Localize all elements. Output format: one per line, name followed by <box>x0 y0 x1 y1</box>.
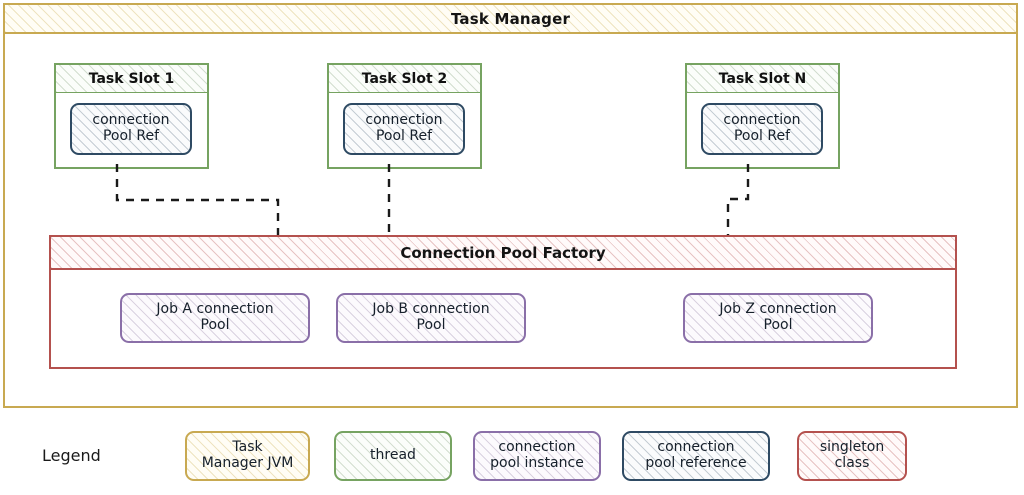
connection-pool-factory-title: Connection Pool Factory <box>400 243 606 262</box>
legend-item-connection-pool-instance: connection pool instance <box>473 431 601 481</box>
task-slot-2-pool-ref-line2: Pool Ref <box>375 128 433 144</box>
task-slot-n-title: Task Slot N <box>718 70 807 87</box>
legend-item-connection-pool-reference: connection pool reference <box>622 431 770 481</box>
connection-pool-factory: Connection Pool Factory Job A connection… <box>49 235 957 369</box>
legend-item-thread: thread <box>334 431 452 481</box>
legend-thread-line1: thread <box>370 447 416 464</box>
job-z-pool-line2: Pool <box>763 317 793 333</box>
task-manager-header: Task Manager <box>5 5 1016 34</box>
legend-pool-reference-line1: connection <box>657 439 735 456</box>
legend-singleton-line1: singleton <box>819 439 885 456</box>
task-slot-2-header: Task Slot 2 <box>329 65 480 93</box>
legend-pool-reference-line2: pool reference <box>645 455 747 471</box>
job-b-connection-pool[interactable]: Job B connection Pool <box>336 293 526 343</box>
legend-item-task-manager-jvm: Task Manager JVM <box>185 431 310 481</box>
task-slot-n-header: Task Slot N <box>687 65 838 93</box>
task-slot-2-pool-ref-line1: connection <box>365 112 443 129</box>
job-b-pool-line2: Pool <box>416 317 446 333</box>
job-z-pool-line1: Job Z connection <box>719 301 837 318</box>
task-slot-n-pool-ref-line2: Pool Ref <box>733 128 791 144</box>
legend-task-manager-jvm-line1: Task <box>232 439 263 456</box>
legend-label: Legend <box>42 446 101 465</box>
task-slot-1[interactable]: Task Slot 1 connection Pool Ref <box>54 63 209 169</box>
legend-singleton-line2: class <box>834 455 870 471</box>
legend-pool-instance-line1: connection <box>498 439 576 456</box>
task-slot-1-header: Task Slot 1 <box>56 65 207 93</box>
task-slot-n-pool-ref-line1: connection <box>723 112 801 129</box>
task-slot-n-pool-ref[interactable]: connection Pool Ref <box>701 103 823 155</box>
task-slot-2-pool-ref[interactable]: connection Pool Ref <box>343 103 465 155</box>
legend-task-manager-jvm-line2: Manager JVM <box>201 455 294 471</box>
job-a-pool-line2: Pool <box>200 317 230 333</box>
legend-item-singleton-class: singleton class <box>797 431 907 481</box>
task-manager-container: Task Manager Task Slot 1 connection Pool… <box>3 3 1018 408</box>
legend-pool-instance-line2: pool instance <box>490 455 584 471</box>
task-slot-1-pool-ref-line2: Pool Ref <box>102 128 160 144</box>
legend: Legend Task Manager JVM thread connectio… <box>0 424 1024 495</box>
job-z-connection-pool[interactable]: Job Z connection Pool <box>683 293 873 343</box>
task-slot-1-pool-ref[interactable]: connection Pool Ref <box>70 103 192 155</box>
connection-pool-factory-header: Connection Pool Factory <box>51 237 955 270</box>
job-a-pool-line1: Job A connection <box>156 301 274 318</box>
job-b-pool-line1: Job B connection <box>372 301 490 318</box>
job-a-connection-pool[interactable]: Job A connection Pool <box>120 293 310 343</box>
task-manager-title: Task Manager <box>450 9 571 28</box>
task-slot-n[interactable]: Task Slot N connection Pool Ref <box>685 63 840 169</box>
task-slot-2-title: Task Slot 2 <box>361 70 448 87</box>
task-slot-1-title: Task Slot 1 <box>88 70 175 87</box>
task-slot-2[interactable]: Task Slot 2 connection Pool Ref <box>327 63 482 169</box>
task-slot-1-pool-ref-line1: connection <box>92 112 170 129</box>
